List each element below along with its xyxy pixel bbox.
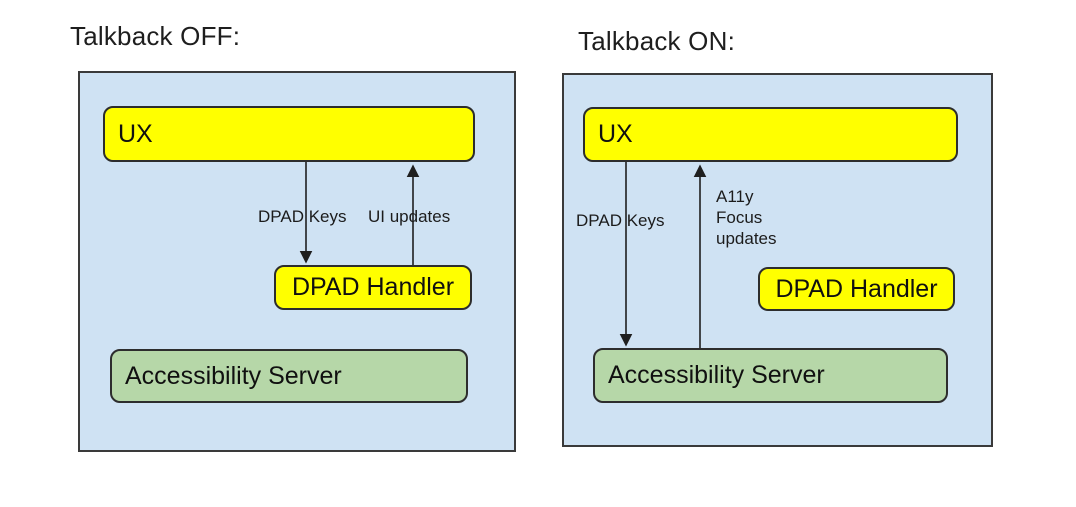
dpad-handler-box-label: DPAD Handler <box>775 274 938 303</box>
ux-box-label: UX <box>598 120 633 148</box>
accessibility-server-box-label: Accessibility Server <box>608 361 825 389</box>
talkback-off-container: UX DPAD Handler Accessibility Server DPA… <box>78 71 516 452</box>
accessibility-server-box-label: Accessibility Server <box>125 361 342 390</box>
dpad-keys-label: DPAD Keys <box>258 207 347 226</box>
accessibility-server-box: Accessibility Server <box>593 348 948 403</box>
dpad-handler-box: DPAD Handler <box>758 267 955 311</box>
accessibility-server-box: Accessibility Server <box>110 349 468 403</box>
talkback-off-title: Talkback OFF: <box>70 21 241 51</box>
ux-box: UX <box>103 106 475 162</box>
dpad-keys-label: DPAD Keys <box>576 211 665 230</box>
ux-box: UX <box>583 107 958 162</box>
talkback-on-title: Talkback ON: <box>578 26 736 56</box>
dpad-handler-box: DPAD Handler <box>274 265 472 310</box>
ui-updates-label: UI updates <box>368 207 451 226</box>
ux-box-label: UX <box>118 119 153 148</box>
dpad-handler-box-label: DPAD Handler <box>291 273 455 301</box>
a11y-focus-updates-label: A11y Focus updates <box>716 187 777 248</box>
talkback-on-container: UX DPAD Handler Accessibility Server DPA… <box>562 73 993 447</box>
